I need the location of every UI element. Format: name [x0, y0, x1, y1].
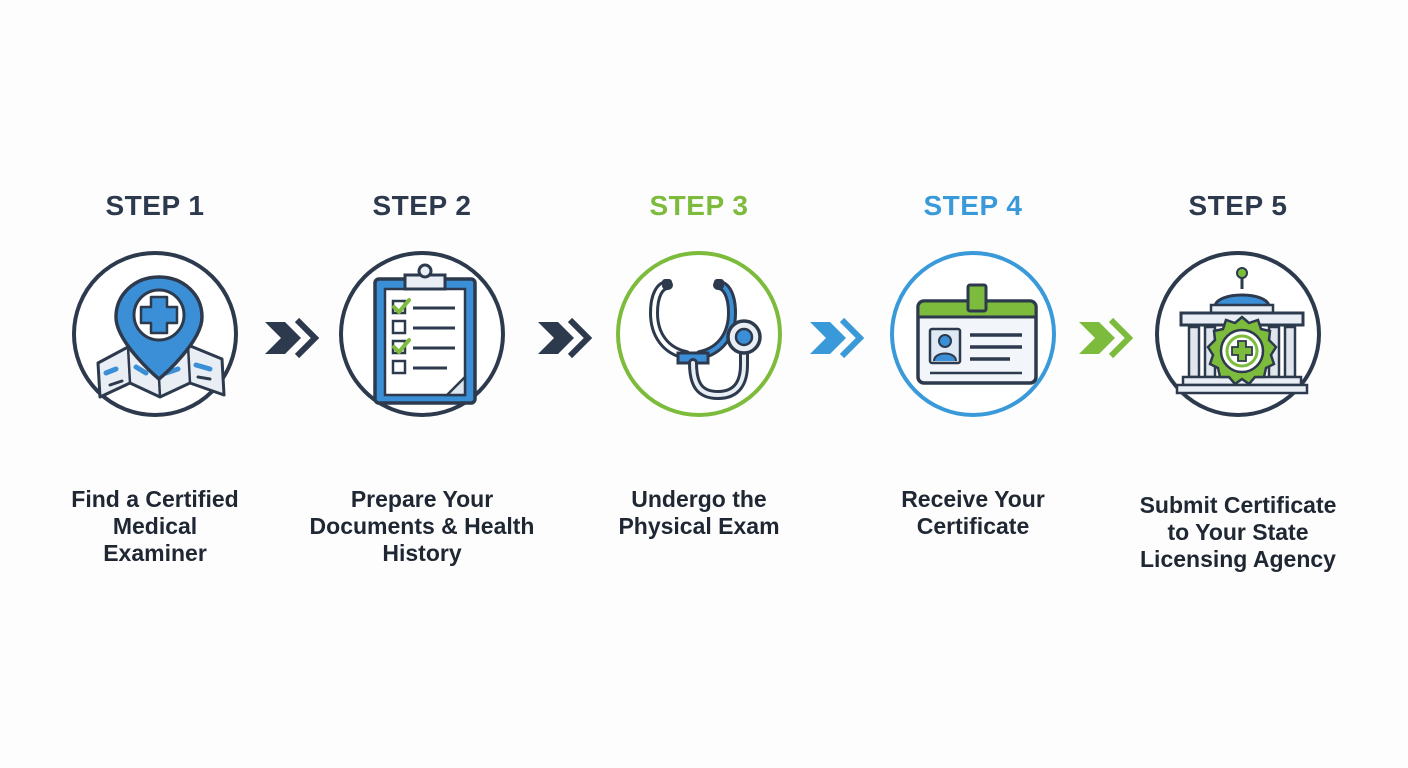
step-5-description: Submit Certificate to Your State Licensi… [1139, 492, 1337, 572]
step-2-description: Prepare Your Documents & Health History [309, 486, 535, 566]
step-4-description: Receive Your Certificate [901, 486, 1045, 539]
double-chevron-right-icon [265, 317, 320, 359]
double-chevron-right-icon [538, 317, 593, 359]
double-chevron-right-icon [1079, 317, 1134, 359]
step-4: STEP 4 Receive Your Certificate [843, 0, 1103, 768]
step-3-title: STEP 3 [649, 190, 749, 221]
double-chevron-right-icon [810, 317, 865, 359]
step-3: STEP 3 Undergo the Physical Exam [569, 0, 829, 768]
step-5: STEP 5 Submit [1108, 0, 1368, 768]
step-2-icon-circle [339, 251, 505, 417]
id-card-icon [916, 283, 1038, 385]
step-2-title: STEP 2 [372, 190, 472, 221]
map-pin-medical-cross-icon [96, 275, 226, 399]
step-4-icon-circle [890, 251, 1056, 417]
step-4-title: STEP 4 [923, 190, 1023, 221]
step-3-icon-circle [616, 251, 782, 417]
step-5-title: STEP 5 [1188, 190, 1288, 221]
step-1-title: STEP 1 [105, 190, 205, 221]
clipboard-checklist-icon [373, 263, 477, 405]
step-2: STEP 2 Prepare Your Documents & Health H… [292, 0, 552, 768]
step-3-description: Undergo the Physical Exam [618, 486, 780, 539]
step-1-icon-circle [72, 251, 238, 417]
stethoscope-icon [648, 279, 762, 401]
step-1-description: Find a Certified Medical Examiner [71, 486, 239, 566]
step-5-icon-circle [1155, 251, 1321, 417]
step-1: STEP 1 Find a Certified Medical Examiner [25, 0, 285, 768]
government-building-seal-icon [1175, 267, 1309, 395]
